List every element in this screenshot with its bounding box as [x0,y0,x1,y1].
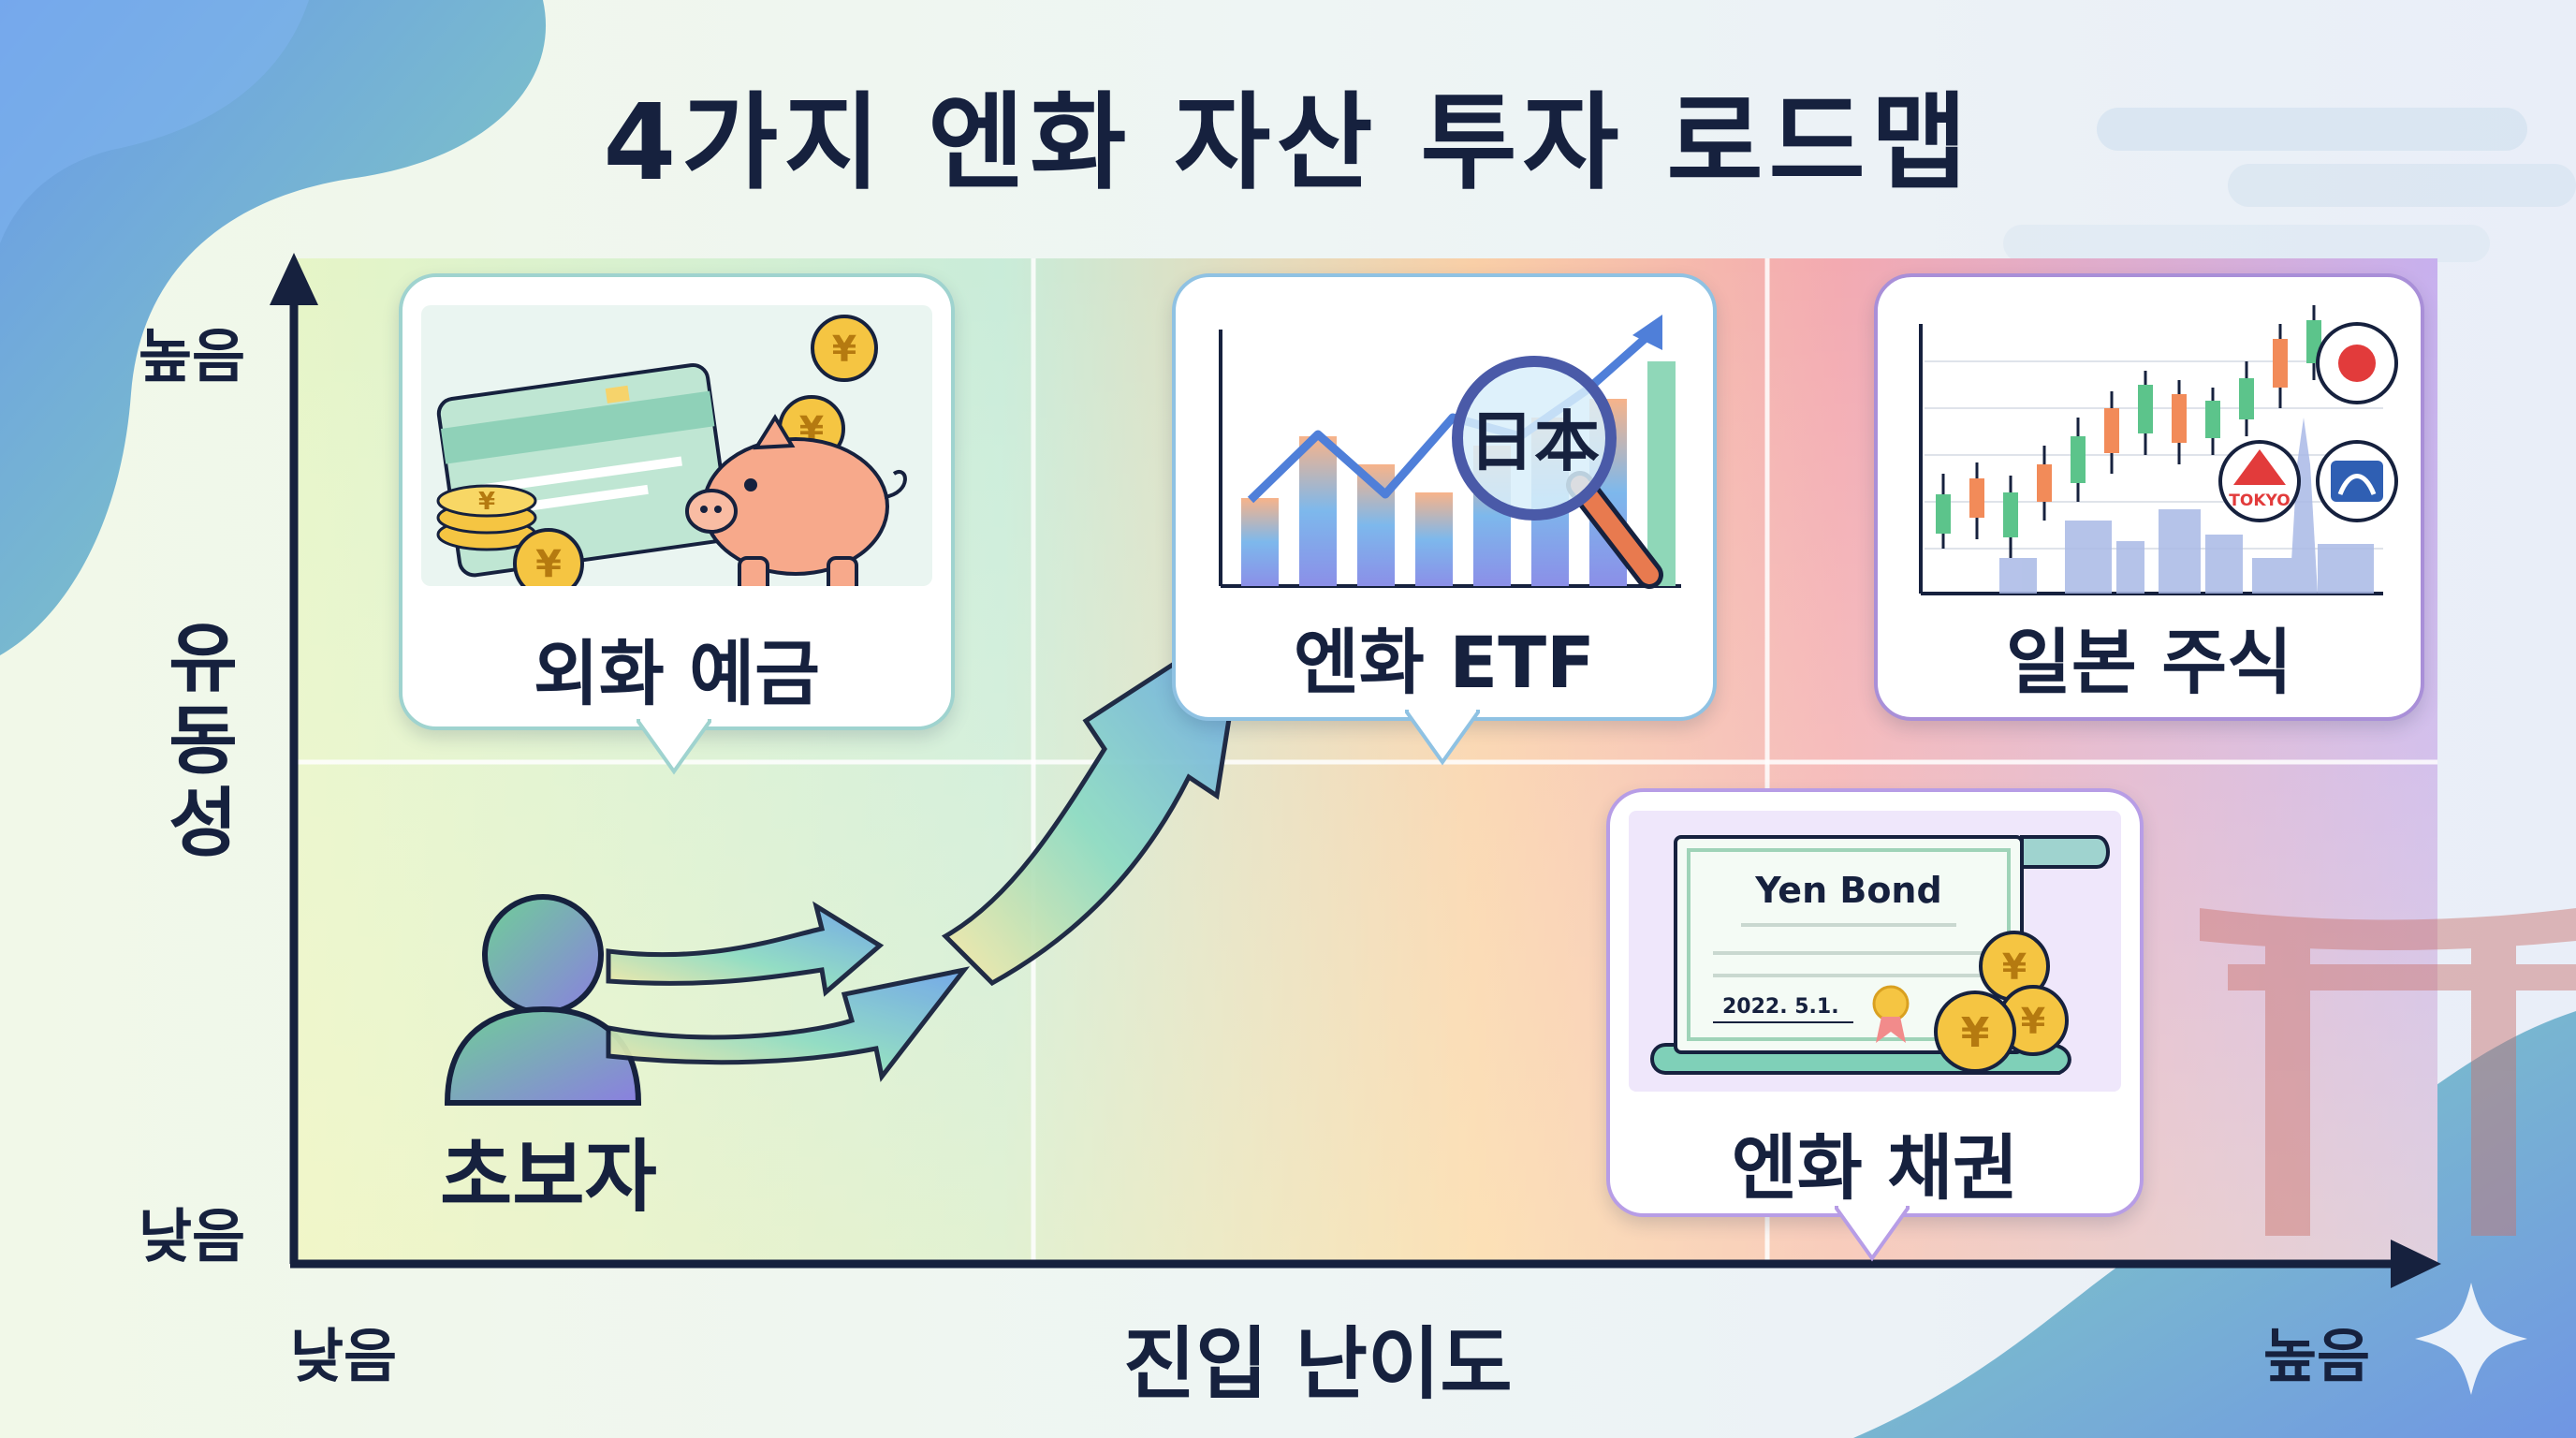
page-title: 4가지 엔화 자산 투자 로드맵 [603,82,1973,204]
card-japan-stocks: TOKYO 일본 주식 [1874,273,2424,721]
yen-coin-icon: ¥ ¥ ¥ ¥ [436,315,878,586]
x-axis-low-label: 낮음 [290,1322,398,1390]
japan-flag-icon [2316,322,2398,404]
svg-text:¥: ¥ [478,488,495,516]
x-axis [290,1240,2441,1288]
svg-text:2022. 5.1.: 2022. 5.1. [1722,995,1839,1019]
y-axis-title-char: 유 [168,615,238,702]
card-japan-stocks-label: 일본 주식 [2005,621,2293,704]
svg-text:TOKYO: TOKYO [2229,492,2290,510]
card-yen-etf-label: 엔화 ETF [1294,621,1595,704]
x-axis-title: 진입 난이도 [1123,1318,1513,1410]
etf-bar-chart [1241,361,1676,586]
y-axis [270,253,318,1264]
tokyo-badge-icon: TOKYO [2218,440,2301,522]
yen-coin-icon: ¥ ¥ ¥ [1934,931,2069,1073]
card-foreign-deposit: ¥ ¥ ¥ ¥ 외화 예금 [399,273,955,775]
bond-certificate-icon: Yen Bond 2022. 5.1. [1650,835,2110,1075]
svg-text:¥: ¥ [2021,1001,2045,1042]
svg-text:Yen Bond: Yen Bond [1754,870,1941,911]
card-yen-bond-label: 엔화 채권 [1731,1126,2019,1210]
card-yen-etf: 日本 엔화 ETF [1172,273,1717,766]
y-axis-high-label: 높음 [139,322,246,390]
arrow-icon [606,612,1249,1082]
y-axis-low-label: 낮음 [139,1202,246,1270]
person-icon [444,894,642,1106]
svg-text:日本: 日本 [1469,404,1600,480]
y-axis-title-char: 성 [168,780,238,867]
magnifier-icon: 日本 [1452,356,1663,589]
svg-text:¥: ¥ [535,543,562,586]
svg-text:¥: ¥ [832,329,856,370]
sparkle-icon [2415,1283,2527,1395]
piggy-bank-icon [685,414,907,586]
svg-text:¥: ¥ [2002,946,2027,988]
candlestick-chart-icon [1936,305,2321,558]
svg-text:¥: ¥ [1961,1009,1990,1057]
x-axis-high-label: 높음 [2263,1322,2371,1390]
y-axis-title-char: 동 [168,697,238,785]
exchange-badge-icon [2316,440,2398,522]
city-skyline [1999,418,2374,594]
card-foreign-deposit-label: 외화 예금 [533,632,821,715]
beginner-label: 초보자 [440,1131,657,1223]
torii-gate-icon [2200,908,2576,1236]
card-yen-bond: Yen Bond 2022. 5.1. ¥ ¥ ¥ 엔화 채권 [1606,788,2144,1262]
